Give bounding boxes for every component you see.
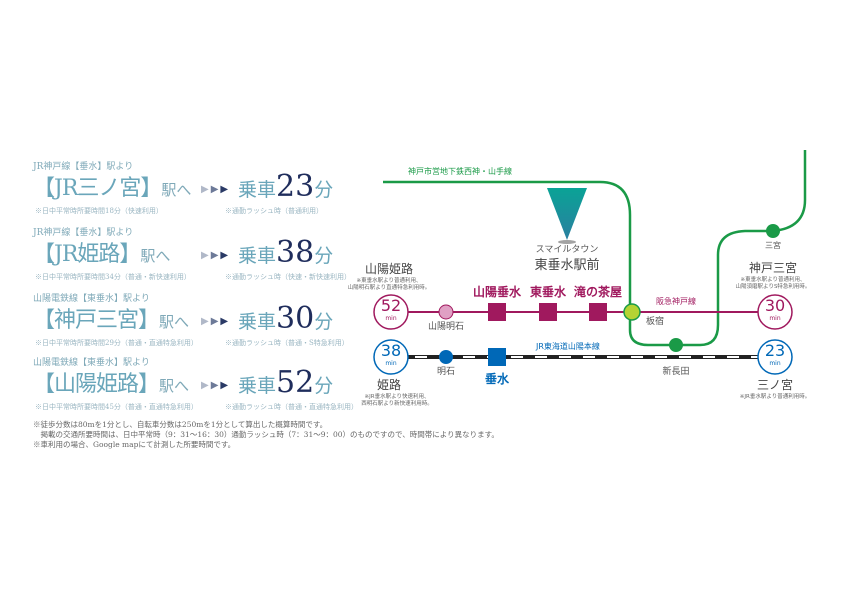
kobe-sannomiya-minutes: 30 — [764, 296, 786, 315]
destination-name: 【JR三ノ宮】 — [33, 176, 162, 201]
station-takinochaya — [589, 303, 607, 321]
route-destination: 【JR三ノ宮】駅へ — [33, 176, 191, 203]
destination-suffix: 駅へ — [159, 313, 190, 331]
rush-note: ※通勤ラッシュ時（快速・新快速利用） — [225, 273, 351, 281]
route-destination: 【JR姫路】駅へ — [33, 242, 170, 269]
route-sannomiya: JR神戸線【垂水】駅より 【JR三ノ宮】駅へ ※日中平常時所要時間18分（快速利… — [33, 162, 363, 224]
footnote: ※徒歩分数は80mを1分とし、自転車分数は250mを1分として算出した概算時間で… — [33, 420, 328, 429]
station-sanyo-akashi — [438, 304, 454, 320]
station-tarumi — [488, 348, 506, 366]
label-sannomiya-subway: 三宮 — [765, 241, 781, 250]
label-itayado: 板宿 — [645, 317, 665, 327]
route-destination: 【山陽姫路】駅へ — [33, 372, 189, 399]
ride-minutes: 30 — [276, 301, 315, 336]
station-sanyo-tarumi — [488, 303, 506, 321]
daytime-note: ※日中平常時所要時間45分（普通・直通特急利用） — [35, 403, 198, 411]
label-higashi-tarumi: 東垂水 — [529, 285, 567, 299]
label-sanyo-tarumi: 山陽垂水 — [472, 285, 522, 299]
destination-suffix: 駅へ — [159, 377, 190, 395]
station-shin-nagata — [669, 338, 683, 352]
rush-note: ※通勤ラッシュ時（普通・直通特急利用） — [225, 403, 358, 411]
dest-himeji-note: ※JR垂水駅より快速利用、西明石駅より新快速利用時。 — [361, 394, 433, 407]
daytime-note: ※日中平常時所要時間29分（普通・直通特急利用） — [35, 339, 198, 347]
ride-time: 乗車23分 — [238, 169, 334, 204]
min-label: min — [769, 360, 781, 367]
ride-time: 乗車30分 — [238, 301, 334, 336]
arrow-icons: ▶▶▶ — [201, 184, 231, 195]
label-akashi: 明石 — [436, 367, 456, 377]
route-origin: 山陽電鉄線【東垂水】駅より — [33, 294, 150, 304]
dest-sanyo-himeji-name: 山陽姫路 — [364, 262, 414, 276]
subway-line-label: 神戸市営地下鉄西神・山手線 — [408, 167, 512, 176]
dest-sannomiya-circle — [757, 339, 793, 375]
route-origin: JR神戸線【垂水】駅より — [33, 162, 134, 172]
label-takinochaya: 滝の茶屋 — [573, 285, 623, 299]
min-label: min — [769, 315, 781, 322]
station-higashi-tarumi — [539, 303, 557, 321]
hankyu-line-label: 阪急神戸線 — [656, 297, 696, 306]
dest-kobe-sannomiya-circle — [757, 294, 793, 330]
ride-time: 乗車38分 — [238, 235, 334, 270]
route-origin: 山陽電鉄線【東垂水】駅より — [33, 358, 150, 368]
arrow-icons: ▶▶▶ — [201, 316, 231, 327]
destination-name: 【JR姫路】 — [33, 242, 141, 267]
dest-sanyo-himeji-circle — [373, 294, 409, 330]
jr-line-label: JR東海道山陽本線 — [536, 342, 600, 351]
dest-himeji-name: 姫路 — [376, 378, 402, 392]
dest-kobe-sannomiya-name: 神戸三宮 — [748, 261, 798, 275]
footnote: ※車利用の場合、Google mapにて計測した所要時間です。 — [33, 440, 236, 449]
site-pin-icon — [547, 188, 587, 240]
min-label: min — [385, 315, 397, 322]
daytime-note: ※日中平常時所要時間34分（普通・新快速利用） — [35, 273, 191, 281]
sanyo-himeji-minutes: 52 — [380, 296, 402, 315]
dest-sannomiya-note: ※JR垂水駅より普通利用時。 — [739, 394, 811, 400]
label-shin-nagata: 新長田 — [662, 367, 690, 377]
site-name: 東垂水駅前 — [534, 258, 600, 273]
label-sanyo-akashi: 山陽明石 — [427, 322, 465, 332]
arrow-icons: ▶▶▶ — [201, 380, 231, 391]
destination-suffix: 駅へ — [161, 181, 192, 199]
ride-minutes: 23 — [276, 169, 315, 204]
dest-sanyo-himeji-note: ※東垂水駅より普通利用、山陽明石駅より直通特急利用時。 — [347, 278, 431, 291]
route-destination: 【神戸三宮】駅へ — [33, 308, 189, 335]
arrow-icons: ▶▶▶ — [201, 250, 231, 261]
route-himeji: JR神戸線【垂水】駅より 【JR姫路】駅へ ※日中平常時所要時間34分（普通・新… — [33, 228, 363, 290]
destination-suffix: 駅へ — [140, 247, 171, 265]
station-sannomiya-subway — [766, 224, 780, 238]
dest-himeji-circle — [373, 339, 409, 375]
rush-note: ※通勤ラッシュ時（普通利用） — [225, 207, 323, 215]
min-label: min — [385, 360, 397, 367]
label-tarumi: 垂水 — [484, 372, 510, 386]
ride-minutes: 38 — [276, 235, 315, 270]
dest-kobe-sannomiya-note: ※東垂水駅より普通利用、山陽須磨駅よりS特急利用時。 — [735, 277, 811, 290]
sannomiya-minutes: 23 — [764, 341, 786, 360]
destination-name: 【山陽姫路】 — [33, 372, 160, 397]
destination-name: 【神戸三宮】 — [33, 308, 160, 333]
rush-note: ※通勤ラッシュ時（普通・S特急利用） — [225, 339, 349, 347]
ride-minutes: 52 — [276, 365, 315, 400]
site-subtitle: スマイルタウン — [535, 245, 599, 255]
himeji-minutes: 38 — [380, 341, 402, 360]
ride-time: 乗車52分 — [238, 365, 334, 400]
dest-sannomiya-name: 三ノ宮 — [756, 378, 794, 392]
route-origin: JR神戸線【垂水】駅より — [33, 228, 134, 238]
route-sanyo-himeji: 山陽電鉄線【東垂水】駅より 【山陽姫路】駅へ ※日中平常時所要時間45分（普通・… — [33, 358, 363, 420]
station-akashi — [439, 350, 453, 364]
station-itayado — [623, 303, 641, 321]
route-kobe-sannomiya: 山陽電鉄線【東垂水】駅より 【神戸三宮】駅へ ※日中平常時所要時間29分（普通・… — [33, 294, 363, 356]
footnote: 掲載の交通所要時間は、日中平常時（9：31～16：30）通勤ラッシュ時（7：31… — [33, 430, 499, 439]
daytime-note: ※日中平常時所要時間18分（快速利用） — [35, 207, 163, 215]
